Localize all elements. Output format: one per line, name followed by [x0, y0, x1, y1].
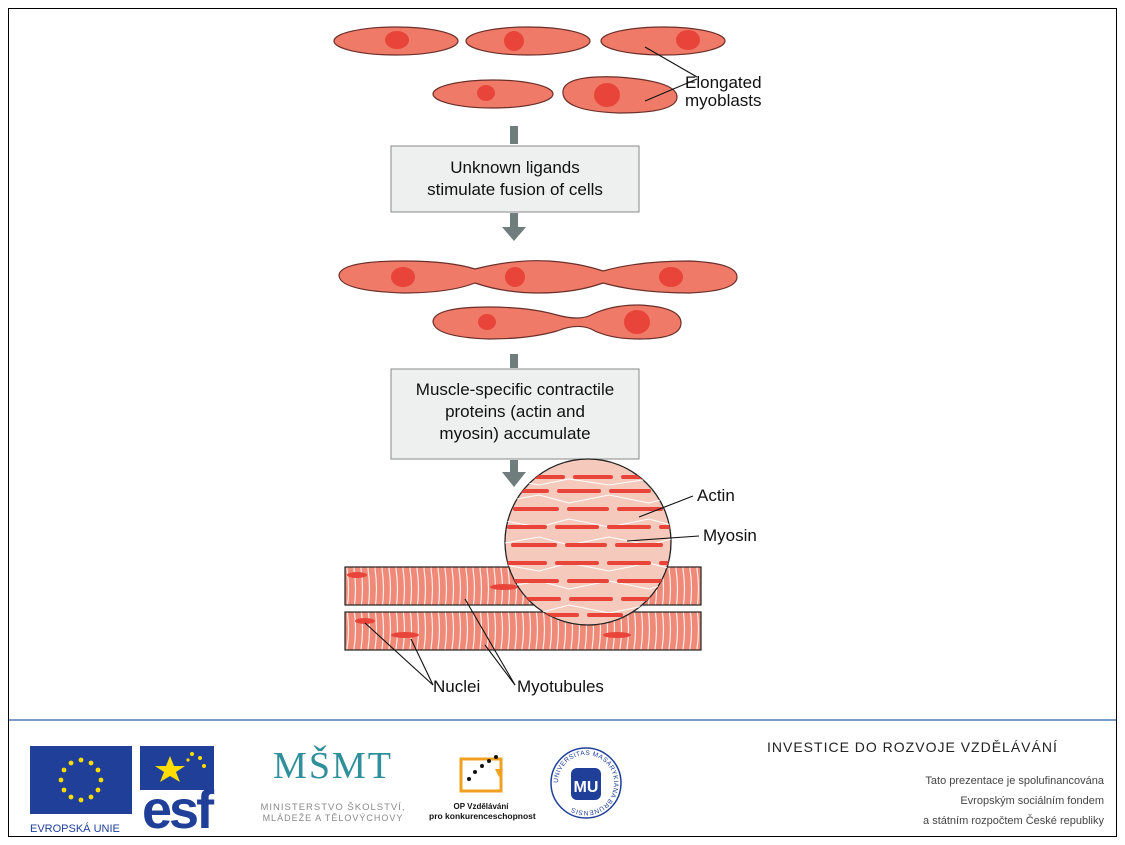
eu-logo: EVROPSKÁ UNIE [30, 746, 132, 835]
eu-caption: EVROPSKÁ UNIE [30, 823, 120, 835]
footer-divider [9, 719, 1116, 721]
protein-pointers [626, 495, 700, 542]
esf-icon: esf [140, 746, 218, 836]
muni-letters: MU [574, 779, 599, 796]
step2-line2: proteins (actin and [445, 402, 585, 421]
footer-title: INVESTICE DO ROZVOJE VZDĚLÁVÁNÍ [767, 739, 1058, 755]
myoblast-cell [562, 76, 678, 114]
myoblast-row-1 [333, 26, 726, 56]
muni-seal-icon: UNIVERSITAS MASARYKIANA BRUNENSIS MU [550, 747, 622, 819]
slide-frame: Elongated myoblasts Unknown ligands stim… [8, 8, 1117, 837]
down-arrow-icon [502, 213, 526, 241]
myoblast-cell [333, 26, 459, 56]
label-myotubules: Myotubules [517, 677, 604, 696]
step1-line2: stimulate fusion of cells [427, 180, 603, 199]
op-line2: pro konkurenceschopnost [429, 811, 536, 821]
step2-line1: Muscle-specific contractile [416, 380, 614, 399]
step1-line1: Unknown ligands [450, 158, 579, 177]
myoblast-cell [600, 26, 726, 56]
myoblast-cell [432, 79, 554, 109]
myoblast-row-2 [432, 76, 678, 114]
down-arrow-icon [510, 354, 518, 368]
eu-flag-icon [30, 746, 132, 814]
myofiber-cross-section [504, 458, 672, 626]
myoblast-cell [465, 26, 591, 56]
myotube-formation-diagram: Elongated myoblasts Unknown ligands stim… [333, 26, 762, 696]
fused-cells-row-2 [432, 304, 682, 340]
step-box-proteins: Muscle-specific contractile proteins (ac… [390, 368, 640, 460]
step2-line3: myosin) accumulate [439, 424, 590, 443]
msmt-logo: MŠMT MINISTERSTVO ŠKOLSTVÍ, MLÁDEŽE A TĚ… [247, 742, 419, 832]
label-actin: Actin [697, 486, 735, 505]
footer-note-line1: Tato prezentace je spolufinancována [925, 775, 1104, 787]
esf-text: esf [142, 780, 215, 830]
myoblast-pointers [644, 46, 698, 102]
op-logo: OP Vzdělávání pro konkurenceschopnost [429, 749, 536, 833]
down-arrow-icon [510, 126, 518, 144]
msmt-line2: MLÁDEŽE A TĚLOVÝCHOVY [262, 813, 404, 823]
muni-logo: UNIVERSITAS MASARYKIANA BRUNENSIS MU [549, 746, 623, 820]
msmt-letters: MŠMT [273, 745, 393, 787]
footer-note-line2: Evropským sociálním fondem [960, 795, 1104, 807]
down-arrow-icon [502, 460, 526, 487]
footer-note-line3: a státním rozpočtem České republiky [923, 815, 1104, 827]
label-myoblasts: myoblasts [685, 91, 762, 110]
fused-cells-row-1 [338, 260, 738, 294]
label-nuclei: Nuclei [433, 677, 480, 696]
op-line1: OP Vzdělávání [453, 802, 509, 811]
op-vzdelavani-icon [459, 755, 503, 793]
label-myosin: Myosin [703, 526, 757, 545]
esf-logo: esf [140, 746, 240, 836]
bottom-pointers [364, 598, 516, 686]
label-elongated: Elongated [685, 73, 762, 92]
msmt-line1: MINISTERSTVO ŠKOLSTVÍ, [260, 802, 406, 813]
step-box-fusion: Unknown ligands stimulate fusion of cell… [390, 145, 640, 213]
myotubule-bottom [344, 611, 702, 651]
